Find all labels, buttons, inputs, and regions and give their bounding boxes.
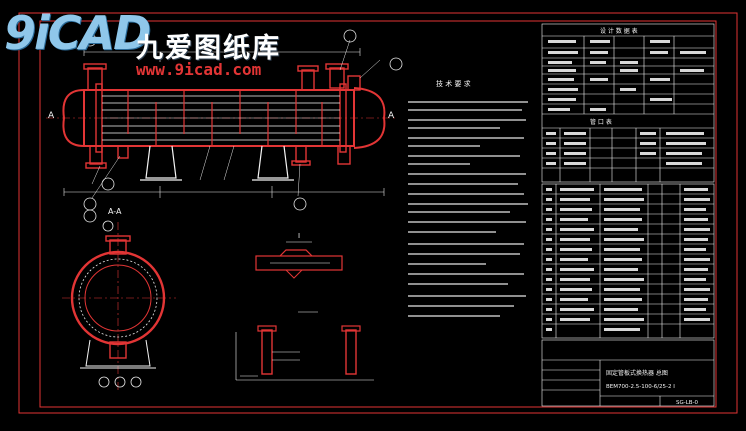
table-text-marks xyxy=(546,40,706,165)
detail-view: I xyxy=(255,232,343,279)
title-block-frame xyxy=(541,339,715,407)
detail-i-label: I xyxy=(298,232,300,240)
brand-name: 九爱图纸库 xyxy=(136,33,281,64)
vessel-elevation: A A xyxy=(46,29,403,223)
parts-list-table xyxy=(541,183,715,339)
technical-notes: 技 术 要 求 xyxy=(408,79,528,317)
view-label-a-right: A xyxy=(388,111,395,121)
brand-mark: 9iCAD xyxy=(4,6,151,60)
brand-url: www.9icad.com xyxy=(136,60,262,79)
title-line-2: BEM700-2.5-100-6/25-2 I xyxy=(606,384,675,390)
view-label-a-left: A xyxy=(48,111,55,121)
design-data-table xyxy=(541,23,715,183)
section-view: A-A xyxy=(62,207,176,390)
drawing-number: SG-LB-0 xyxy=(676,400,699,406)
nozzle-detail xyxy=(235,311,374,381)
nozzle-table-title: 管 口 表 xyxy=(590,118,612,126)
title-line-1: 固定管板式换热器 总图 xyxy=(606,369,668,377)
section-aa-label: A-A xyxy=(108,207,122,216)
watermark-logo: 9iCAD 九爱图纸库 www.9icad.com xyxy=(4,6,304,80)
outer-frame xyxy=(18,12,738,414)
notes-heading: 技 术 要 求 xyxy=(436,79,471,88)
spec-table-title: 设 计 数 据 表 xyxy=(600,27,638,35)
inner-frame xyxy=(39,20,717,408)
parts-list-text-marks xyxy=(546,188,710,331)
